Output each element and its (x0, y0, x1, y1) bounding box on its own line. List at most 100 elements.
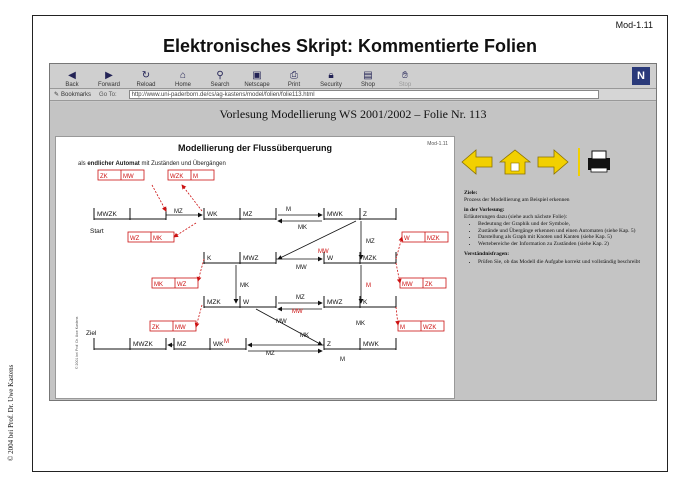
state-s5-right-label: MZK (363, 255, 377, 262)
dead-state-left-label: WZ (130, 236, 140, 242)
slide-frame: Mod-1.11 Elektronisches Skript: Kommenti… (7, 15, 668, 472)
url-input[interactable]: http://www.uni-paderborn.de/cs/ag-kasten… (128, 90, 599, 99)
lecture-title: Vorlesung Modellierung WS 2001/2002 – Fo… (219, 107, 487, 121)
bookmark-icon: ✎ (54, 92, 60, 98)
edge (255, 308, 323, 346)
dead-edge (395, 306, 400, 326)
questions-list: Prüfen Sie, ob das Modell die Aufgabe ko… (478, 259, 649, 266)
prev-arrow-icon[interactable] (461, 149, 493, 175)
edge-label: M (366, 283, 371, 289)
browser-toolbar: ◀Back ▶Forward ↻Reload ⌂Home ⚲Search ▣Ne… (50, 64, 656, 89)
reload-button[interactable]: ↻Reload (136, 70, 156, 89)
print-button[interactable]: ⎙Print (287, 70, 301, 89)
dead-state-right-label: MW (123, 174, 134, 180)
automaton-diagram: Modellierung der Flussüberquerung Mod-1.… (55, 136, 455, 399)
nav-divider (578, 148, 580, 176)
stop-button[interactable]: ✋︎Stop (398, 70, 412, 89)
back-button[interactable]: ◀Back (65, 70, 79, 89)
dead-edge (173, 222, 197, 238)
diagram-id: Mod-1.11 (427, 141, 448, 147)
lock-icon: 🔒︎ (328, 70, 334, 81)
bookmarks-button[interactable]: Bookmarks (61, 91, 92, 98)
state-s4-right-label: MWZ (243, 255, 259, 262)
search-icon: ⚲ (216, 70, 224, 81)
search-button[interactable]: ⚲Search (210, 70, 230, 89)
goto-label: Go To: (99, 91, 117, 98)
list-item: Wertebereiche der Information zu Zuständ… (478, 241, 649, 248)
state-s6-right-label: W (243, 299, 250, 306)
dead-state-right-label: MK (153, 236, 162, 242)
dead-state-left-label: MW (402, 282, 413, 288)
commentary-panel: Ziele: Prozess der Modellierung am Beisp… (464, 186, 649, 265)
dead-state-right-label: WZK (423, 325, 436, 331)
edge-label: MK (356, 321, 365, 327)
list-item: Darstellung als Graph mit Knoten und Kan… (478, 234, 649, 241)
netscape-button[interactable]: ▣Netscape (244, 70, 270, 89)
lecture-list: Bedeutung der Graphik und der Symbole, Z… (478, 221, 649, 247)
dead-edge (395, 262, 402, 284)
lecture-heading: in der Vorlesung: (464, 207, 505, 213)
state-s8-right-label: MWK (363, 341, 380, 348)
dead-state-right-label: M (193, 174, 198, 180)
goal-label: Ziel (86, 330, 97, 337)
edge-label: MW (276, 319, 287, 325)
dead-state-right-label: WZ (177, 282, 187, 288)
goals-text: Prozess der Modellierung am Beispiel erk… (464, 196, 570, 203)
edge-label: MZ (366, 239, 375, 245)
state-s7-right-label: K (363, 299, 368, 306)
dead-state-right-label: MW (175, 325, 186, 331)
print-icon[interactable] (588, 150, 610, 173)
browser-window: ◀Back ▶Forward ↻Reload ⌂Home ⚲Search ▣Ne… (49, 63, 657, 401)
edge-label: M (224, 339, 229, 345)
list-item: Bedeutung der Graphik und der Symbole, (478, 221, 649, 228)
edge-label: MW (292, 309, 303, 315)
edge-label: M (286, 207, 291, 213)
dead-state-left-label: ZK (152, 325, 160, 331)
dead-state-left-label: ZK (100, 174, 108, 180)
dead-edge (194, 304, 203, 328)
netscape-logo: N (632, 67, 650, 85)
state-s9-left-label: MZ (177, 341, 186, 348)
print-icon: ⎙ (290, 70, 298, 81)
edge-label: MK (300, 333, 309, 339)
dead-edge (181, 184, 203, 212)
copyright-note: © 2004 bei Prof. Dr. Uwe Kastens (7, 364, 15, 461)
edge-label: MZ (296, 295, 305, 301)
state-s6-left-label: MZK (207, 299, 221, 306)
state-s3-right-label: Z (363, 211, 367, 218)
state-s9-right-label: WK (213, 341, 224, 348)
forward-button[interactable]: ▶Forward (97, 70, 120, 89)
home-icon: ⌂ (179, 70, 187, 81)
dead-state-left-label: WZK (170, 174, 183, 180)
state-s7-left-label: MWZ (327, 299, 343, 306)
edge-label: MW (296, 265, 307, 271)
lecture-text: Erläuterungen dazu (siehe auch nächste F… (464, 213, 568, 220)
dead-edge (196, 258, 205, 282)
dead-edge (395, 236, 404, 260)
state-s4-left-label: K (207, 255, 212, 262)
diagram-subtitle: als endlicher Automat mit Zuständen und … (78, 161, 226, 167)
next-arrow-icon[interactable] (537, 149, 569, 175)
state-s5-left-label: W (327, 255, 334, 262)
state-s8-left-label: Z (327, 341, 331, 348)
page-title: Elektronisches Skript: Kommentierte Foli… (162, 36, 538, 56)
shop-button[interactable]: ▤Shop (360, 70, 375, 89)
diagram-title: Modellierung der Flussüberquerung (177, 143, 332, 153)
dead-state-right-label: MZK (427, 236, 440, 242)
forward-arrow-icon: ▶ (105, 70, 113, 81)
list-item: Prüfen Sie, ob das Modell die Aufgabe ko… (478, 259, 649, 266)
edge (277, 220, 357, 260)
vertical-note: © 2001 bei Prof. Dr. Uwe Kastens (75, 316, 79, 369)
home-icon[interactable] (498, 149, 532, 175)
shop-icon: ▤ (363, 70, 373, 81)
questions-heading: Verständnisfragen: (464, 251, 510, 257)
home-button[interactable]: ⌂Home (174, 70, 191, 89)
goals-heading: Ziele: (464, 190, 478, 196)
state-s2-right-label: MZ (243, 211, 252, 218)
start-label: Start (90, 228, 104, 235)
back-arrow-icon: ◀ (68, 70, 76, 81)
netscape-icon: ▣ (252, 70, 262, 81)
security-button[interactable]: 🔒︎Security (320, 70, 342, 89)
location-bar: ✎ Bookmarks Go To: http://www.uni-paderb… (50, 89, 656, 101)
